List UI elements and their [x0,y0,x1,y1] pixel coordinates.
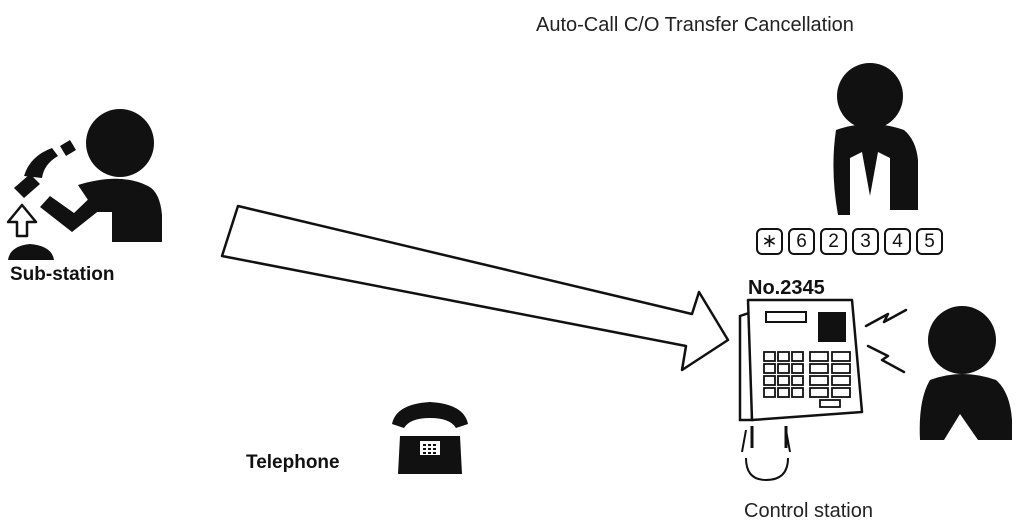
telephone-label: Telephone [246,452,340,473]
dial-key-5: 5 [916,228,943,255]
ringing-person-icon [919,306,1012,440]
station-number-label: No.2345 [748,277,825,299]
sub-station-person-icon [14,109,162,242]
control-station-label: Control station [744,500,873,522]
dial-sequence: ∗ 6 2 3 4 5 [756,228,943,255]
sub-station-label: Sub-station [10,264,115,285]
dial-key-4: 4 [884,228,911,255]
dial-key-2: 2 [820,228,847,255]
dial-key-6: 6 [788,228,815,255]
control-station-telephone-icon [738,298,864,482]
call-direction-arrow-icon [220,204,730,372]
arrow-up-icon [6,203,38,238]
desk-telephone-icon [392,402,468,474]
sub-station-cradle-icon [8,244,54,260]
dial-key-3: 3 [852,228,879,255]
operator-person-icon [833,63,918,215]
ringing-signal-icon [864,308,908,374]
dial-key-star: ∗ [756,228,783,255]
diagram-title: Auto-Call C/O Transfer Cancellation [536,14,854,36]
